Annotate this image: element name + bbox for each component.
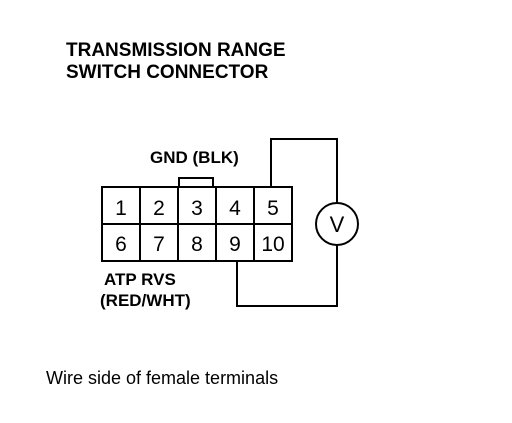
pin-1: 1 <box>115 197 127 220</box>
probe-wire-positive <box>270 138 338 203</box>
connector-grid <box>102 187 292 261</box>
voltmeter-body <box>315 202 359 246</box>
pin-8: 8 <box>191 233 203 256</box>
connector-lock-tab <box>178 177 214 187</box>
connector-top-row: 1 2 3 4 5 <box>115 197 279 220</box>
atp-rvs-label: ATP RVS <box>104 270 176 289</box>
voltmeter-symbol: V <box>330 212 345 237</box>
pin-7: 7 <box>153 233 165 256</box>
pin-10: 10 <box>261 233 284 256</box>
pin-2: 2 <box>153 197 165 220</box>
title-line-2: SWITCH CONNECTOR <box>66 62 269 83</box>
diagram-caption: Wire side of female terminals <box>46 368 278 388</box>
pin-5: 5 <box>267 197 279 220</box>
pin-3: 3 <box>191 197 203 220</box>
voltmeter-icon: V <box>315 202 359 246</box>
atp-rvs-wire-color: (RED/WHT) <box>100 291 191 310</box>
pin-6: 6 <box>115 233 127 256</box>
pin-9: 9 <box>229 233 241 256</box>
connector-bottom-row: 6 7 8 9 10 <box>115 233 285 256</box>
pin-4: 4 <box>229 197 241 220</box>
probe-wire-negative <box>236 245 338 307</box>
gnd-label: GND (BLK) <box>150 148 239 167</box>
title-line-1: TRANSMISSION RANGE <box>66 40 286 61</box>
